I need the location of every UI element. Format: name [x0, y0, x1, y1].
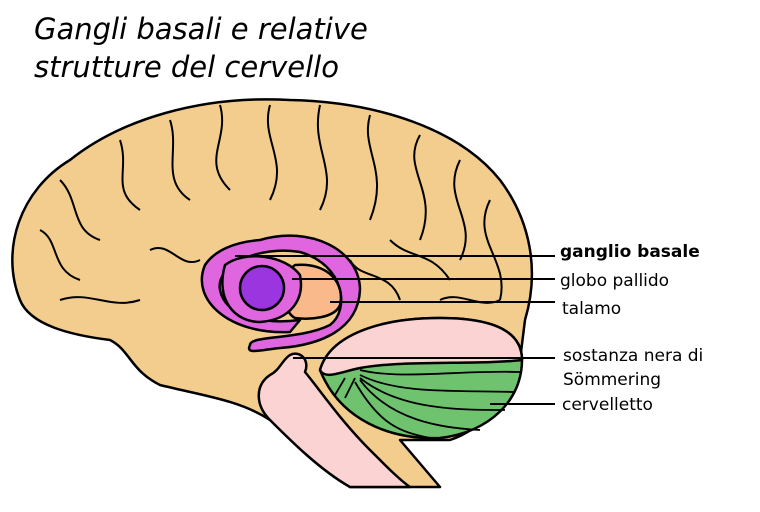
- label-cervelletto: cervelletto: [562, 395, 653, 415]
- brainstem: [257, 352, 412, 489]
- globus-pallidus: [238, 264, 286, 312]
- label-globo-pallido: globo pallido: [560, 271, 670, 291]
- label-sostanza-nera-2: Sömmering: [563, 370, 662, 390]
- leader-lines: [235, 255, 555, 405]
- title-line-1: Gangli basali e relative: [34, 12, 368, 46]
- diagram-title: Gangli basali e relative strutture del c…: [34, 10, 368, 86]
- title-line-2: strutture del cervello: [34, 50, 339, 84]
- label-sostanza-nera-1: sostanza nera di: [563, 346, 704, 366]
- label-talamo: talamo: [562, 299, 622, 319]
- label-ganglio-basale: ganglio basale: [560, 242, 700, 262]
- cerebellum-top: [318, 316, 524, 377]
